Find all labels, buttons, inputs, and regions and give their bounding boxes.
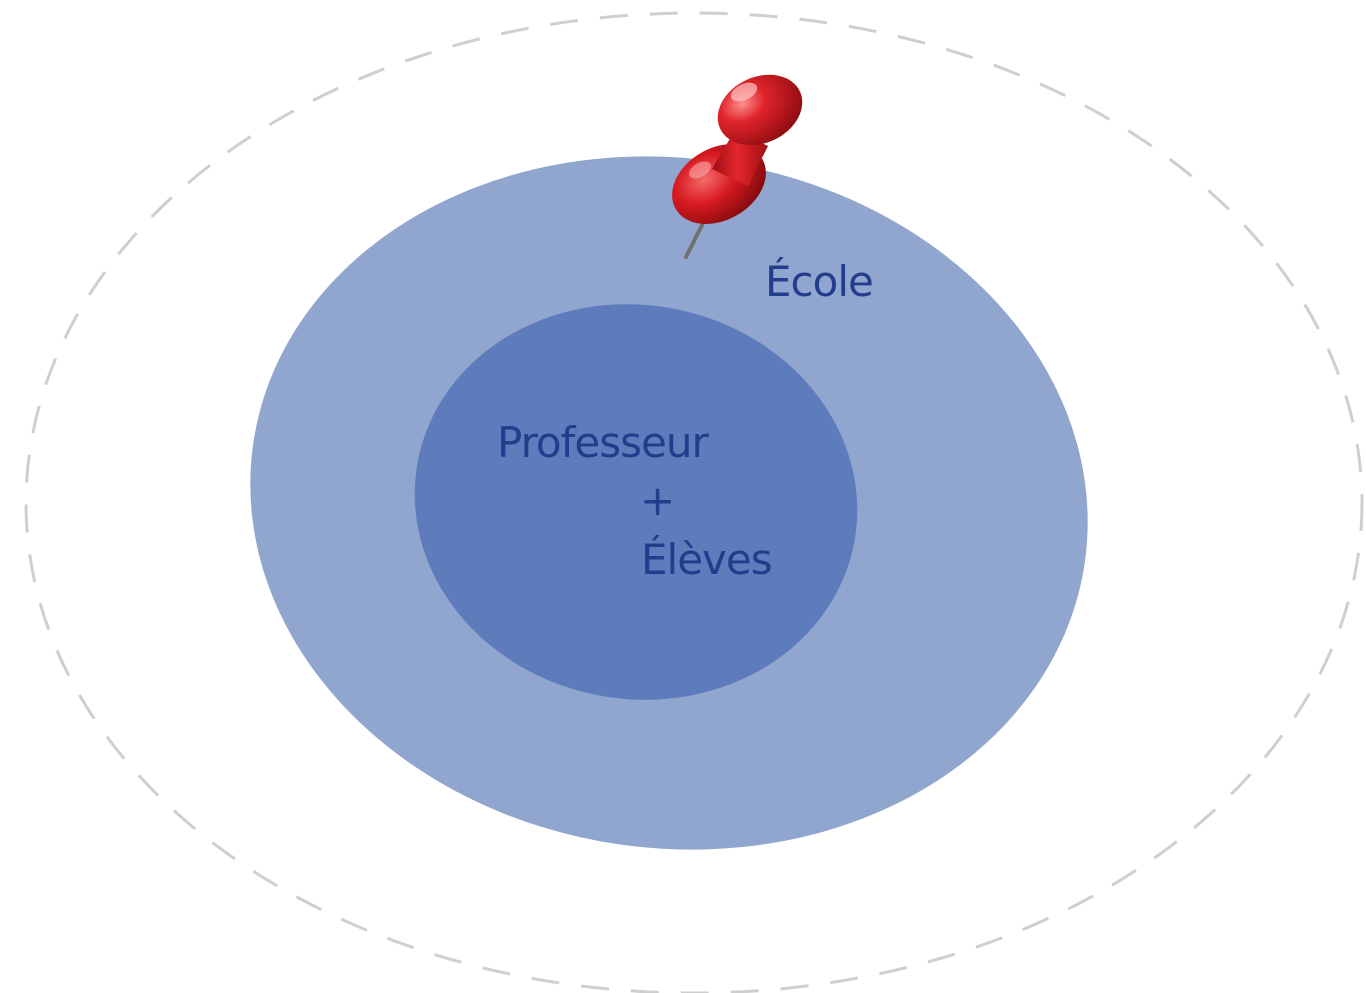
students-label: Élèves [641, 534, 772, 584]
classroom-ellipse [414, 304, 858, 700]
plus-label: + [640, 476, 674, 525]
pushpin-icon [672, 74, 803, 259]
teacher-label: Professeur [497, 418, 709, 467]
outer-dashed-boundary [24, 11, 1364, 993]
school-label: École [765, 256, 873, 306]
